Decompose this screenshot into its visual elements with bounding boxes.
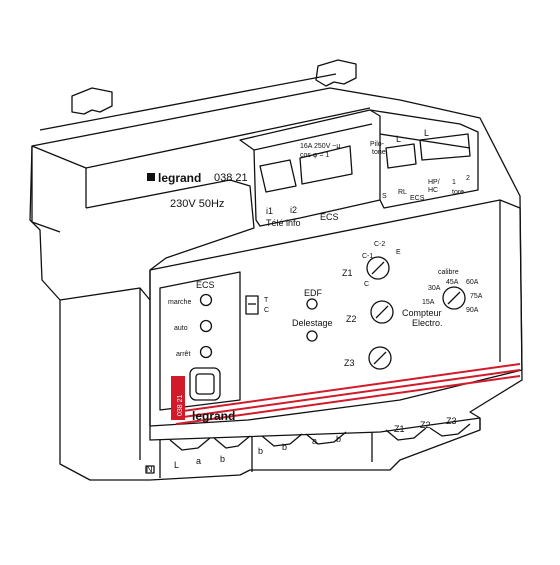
red-stripes bbox=[175, 363, 521, 425]
svg-text:marche: marche bbox=[168, 299, 191, 306]
svg-text:ECS: ECS bbox=[410, 195, 425, 202]
svg-text:HC: HC bbox=[428, 187, 438, 194]
svg-text:1: 1 bbox=[452, 179, 456, 186]
svg-text:Z1: Z1 bbox=[342, 268, 353, 278]
supply-text: 230V 50Hz bbox=[170, 198, 224, 210]
svg-text:Electro.: Electro. bbox=[412, 318, 443, 328]
dial-z2 bbox=[370, 300, 394, 324]
side-ref-text: 038 21 bbox=[177, 394, 184, 416]
svg-text:b: b bbox=[258, 446, 263, 456]
svg-text:Télé info: Télé info bbox=[266, 218, 301, 228]
svg-text:b: b bbox=[336, 434, 341, 444]
svg-text:C-2: C-2 bbox=[374, 241, 385, 248]
svg-text:calibre: calibre bbox=[438, 269, 459, 276]
svg-text:Z1: Z1 bbox=[394, 424, 405, 434]
svg-text:i2: i2 bbox=[290, 205, 297, 215]
svg-text:90A: 90A bbox=[466, 307, 479, 314]
svg-text:Z3: Z3 bbox=[344, 358, 355, 368]
svg-text:RL: RL bbox=[398, 189, 407, 196]
led-delestage bbox=[306, 330, 318, 342]
svg-text:L: L bbox=[396, 134, 401, 144]
top-clip-left bbox=[71, 87, 113, 115]
led-edf bbox=[306, 298, 318, 310]
svg-text:L: L bbox=[174, 460, 179, 470]
svg-text:Pilo-: Pilo- bbox=[370, 141, 385, 148]
svg-text:60A: 60A bbox=[466, 279, 479, 286]
svg-text:b: b bbox=[282, 442, 287, 452]
svg-text:C: C bbox=[264, 307, 269, 314]
led-arret bbox=[199, 345, 213, 359]
top-clip-right bbox=[315, 59, 357, 87]
svg-text:Z3: Z3 bbox=[446, 416, 457, 426]
svg-text:C: C bbox=[364, 281, 369, 288]
svg-text:45A: 45A bbox=[446, 279, 459, 286]
svg-text:arrêt: arrêt bbox=[176, 351, 190, 358]
dial-z1 bbox=[366, 256, 390, 280]
test-button bbox=[189, 367, 221, 401]
svg-text:75A: 75A bbox=[470, 293, 483, 300]
svg-text:Delestage: Delestage bbox=[292, 318, 333, 328]
led-auto bbox=[199, 319, 213, 333]
svg-text:C-1: C-1 bbox=[362, 253, 373, 260]
svg-text:i1: i1 bbox=[266, 206, 273, 216]
svg-text:Z2: Z2 bbox=[420, 420, 431, 430]
svg-text:a: a bbox=[196, 456, 201, 466]
svg-text:Z2: Z2 bbox=[346, 314, 357, 324]
ref-number: 038 21 bbox=[214, 172, 248, 184]
svg-text:HP/: HP/ bbox=[428, 179, 440, 186]
svg-text:E: E bbox=[396, 249, 401, 256]
brand-mark: legrand bbox=[158, 171, 201, 185]
svg-text:L: L bbox=[424, 128, 429, 138]
svg-text:b: b bbox=[220, 454, 225, 464]
svg-text:T: T bbox=[264, 297, 269, 304]
svg-text:S: S bbox=[382, 193, 387, 200]
svg-text:15A: 15A bbox=[422, 299, 435, 306]
svg-text:legrand: legrand bbox=[192, 409, 235, 423]
svg-text:cos φ = 1: cos φ = 1 bbox=[300, 152, 329, 159]
device-outline bbox=[29, 87, 523, 481]
svg-text:EDF: EDF bbox=[304, 288, 323, 298]
side-label: 038 21 bbox=[171, 376, 185, 420]
svg-text:ECS: ECS bbox=[320, 212, 339, 222]
led-marche bbox=[199, 293, 213, 307]
svg-text:ECS: ECS bbox=[196, 280, 215, 290]
svg-text:tore: tore bbox=[452, 189, 464, 196]
svg-text:tone: tone bbox=[372, 149, 386, 156]
dial-calibre bbox=[442, 286, 466, 310]
tc-switch bbox=[245, 295, 259, 315]
svg-text:Compteur: Compteur bbox=[402, 308, 442, 318]
svg-text:2: 2 bbox=[466, 175, 470, 182]
svg-text:N: N bbox=[146, 464, 153, 474]
svg-text:16A 250V ~μ: 16A 250V ~μ bbox=[300, 143, 340, 150]
svg-text:30A: 30A bbox=[428, 285, 441, 292]
dial-z3 bbox=[368, 346, 392, 370]
svg-text:a: a bbox=[312, 436, 317, 446]
svg-text:auto: auto bbox=[174, 325, 188, 332]
